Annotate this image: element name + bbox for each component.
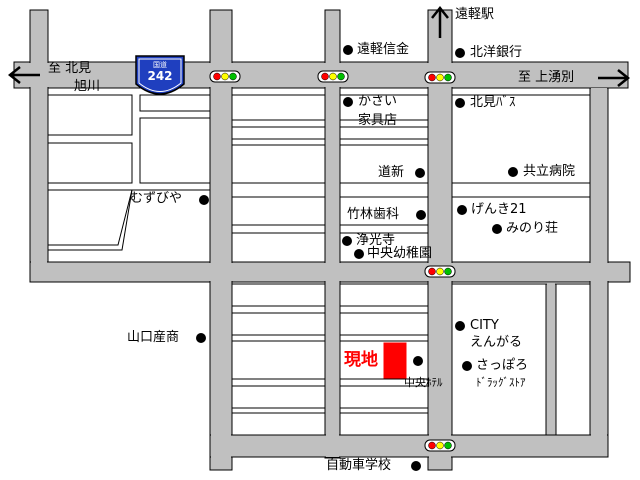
traffic-signal-icon bbox=[424, 265, 456, 278]
landmark-dot-icon bbox=[196, 333, 206, 343]
block bbox=[139, 94, 211, 112]
block bbox=[339, 312, 429, 336]
block bbox=[231, 312, 326, 336]
block bbox=[139, 117, 211, 184]
landmark-label: 遠軽信金 bbox=[357, 42, 410, 57]
route-shield-number: 242 bbox=[147, 69, 172, 83]
route-shield-top: 国道 bbox=[153, 60, 167, 69]
landmark-label: 山口産商 bbox=[127, 330, 180, 345]
block bbox=[47, 189, 133, 246]
direction-label-north: 遠軽駅 bbox=[455, 7, 495, 22]
road-service-lane bbox=[545, 283, 557, 436]
landmark-dot-icon bbox=[343, 45, 353, 55]
landmark-label: えんがる bbox=[470, 335, 523, 350]
landmark-label: さっぽろ bbox=[476, 358, 529, 373]
block bbox=[451, 196, 591, 263]
landmark-label: 中央幼稚園 bbox=[367, 246, 433, 261]
block bbox=[47, 142, 133, 184]
landmark-label: 北洋銀行 bbox=[470, 45, 523, 60]
block bbox=[339, 94, 429, 121]
landmark-dot-icon bbox=[455, 48, 465, 58]
landmark-dots bbox=[196, 45, 518, 471]
arrow-north-icon bbox=[431, 5, 449, 38]
traffic-signal-icon bbox=[424, 439, 456, 452]
landmark-label: かさい bbox=[358, 94, 398, 109]
block bbox=[339, 385, 429, 409]
landmark-label: CITY bbox=[470, 318, 499, 333]
landmark-label: 浄光寺 bbox=[356, 233, 396, 248]
block bbox=[231, 283, 326, 307]
landmark-label: げんき21 bbox=[471, 202, 527, 217]
block bbox=[231, 385, 326, 409]
landmark-dot-icon bbox=[462, 361, 472, 371]
block bbox=[451, 94, 591, 184]
site-label: 現地 bbox=[344, 350, 378, 370]
block bbox=[231, 232, 326, 263]
landmark-dot-icon bbox=[492, 224, 502, 234]
landmark-label: 中央ﾎﾃﾙ bbox=[404, 376, 443, 389]
landmark-label: 北見ﾊﾞｽ bbox=[470, 95, 516, 110]
landmark-dot-icon bbox=[416, 210, 426, 220]
block bbox=[231, 126, 326, 140]
landmark-dot-icon bbox=[455, 321, 465, 331]
landmark-dot-icon bbox=[413, 356, 423, 366]
block bbox=[231, 144, 326, 184]
block bbox=[339, 412, 429, 436]
landmark-label: 道新 bbox=[378, 165, 405, 180]
landmark-dot-icon bbox=[455, 98, 465, 108]
landmark-dot-icon bbox=[457, 205, 467, 215]
traffic-signal-icon bbox=[317, 70, 349, 83]
traffic-signal-icon bbox=[424, 71, 456, 84]
direction-label-east: 至 上湧別 bbox=[518, 70, 575, 85]
landmark-label: みのり荘 bbox=[506, 221, 559, 236]
block bbox=[339, 196, 429, 226]
landmark-dot-icon bbox=[342, 236, 352, 246]
block bbox=[231, 412, 326, 436]
landmark-dot-icon bbox=[199, 195, 209, 205]
block bbox=[339, 144, 429, 184]
route-242-shield-icon: 国道 242 bbox=[135, 55, 185, 95]
block bbox=[451, 283, 591, 436]
city-blocks bbox=[47, 94, 591, 436]
block bbox=[231, 196, 326, 226]
landmark-dot-icon bbox=[411, 461, 421, 471]
arrow-east-icon bbox=[598, 69, 631, 87]
direction-label-west-2: 旭川 bbox=[74, 79, 101, 94]
landmark-label: 家具店 bbox=[358, 113, 398, 128]
landmark-dot-icon bbox=[415, 168, 425, 178]
block bbox=[231, 94, 326, 121]
arrow-west-icon bbox=[7, 66, 40, 84]
landmark-label: 自動車学校 bbox=[326, 458, 392, 473]
landmark-label: むずびや bbox=[130, 191, 183, 206]
block bbox=[339, 283, 429, 307]
landmark-dot-icon bbox=[354, 249, 364, 259]
traffic-signal-icon bbox=[209, 70, 241, 83]
block bbox=[339, 232, 429, 263]
landmark-dot-icon bbox=[508, 167, 518, 177]
landmark-label: ﾄﾞﾗｯｸﾞｽﾄｱ bbox=[476, 376, 526, 389]
block bbox=[47, 189, 211, 263]
landmark-label: 竹林歯科 bbox=[347, 207, 400, 222]
landmark-label: 共立病院 bbox=[523, 164, 576, 179]
block bbox=[47, 94, 133, 136]
landmark-dot-icon bbox=[343, 97, 353, 107]
site-marker bbox=[383, 342, 407, 379]
block bbox=[231, 340, 326, 380]
block bbox=[339, 126, 429, 140]
traffic-signals bbox=[209, 70, 456, 452]
direction-label-west: 至 北見 bbox=[48, 61, 92, 76]
